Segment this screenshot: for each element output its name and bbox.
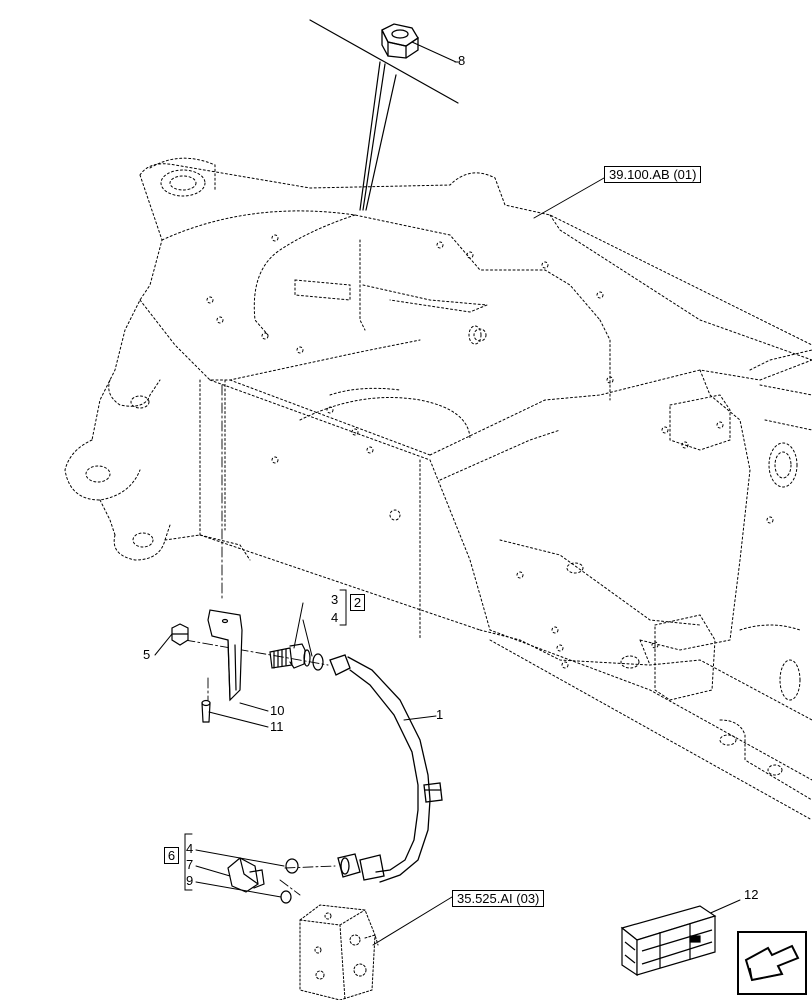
callout-leaders bbox=[154, 41, 741, 946]
callout-5: 5 bbox=[143, 647, 151, 662]
callout-3: 3 bbox=[331, 592, 339, 607]
clip-part bbox=[171, 623, 189, 646]
hydraulic-pipe bbox=[329, 654, 443, 883]
o-ring-lower bbox=[285, 858, 299, 874]
callout-7: 7 bbox=[186, 857, 194, 872]
callout-2: 2 bbox=[350, 594, 365, 611]
parts-box-icon bbox=[620, 905, 717, 977]
next-page-arrow-icon bbox=[737, 931, 807, 995]
group-bracket-6 bbox=[184, 833, 193, 891]
callout-8: 8 bbox=[458, 53, 466, 68]
group-bracket-2 bbox=[339, 589, 347, 626]
callout-4-lower: 4 bbox=[186, 841, 194, 856]
callout-10: 10 bbox=[270, 703, 285, 718]
nut-part bbox=[381, 23, 419, 59]
bolt-part bbox=[201, 699, 211, 723]
callout-11: 11 bbox=[270, 719, 284, 734]
bracket-part bbox=[207, 609, 243, 702]
valve-block bbox=[299, 904, 379, 1000]
callout-6: 6 bbox=[164, 847, 179, 864]
frame-chassis bbox=[64, 157, 812, 821]
bulkhead-fitting bbox=[269, 643, 311, 669]
adapter-fitting bbox=[227, 857, 265, 893]
callout-12: 12 bbox=[744, 887, 759, 902]
mounting-centerline bbox=[184, 384, 336, 896]
o-ring-upper bbox=[312, 653, 324, 671]
callout-1: 1 bbox=[436, 707, 444, 722]
callout-9: 9 bbox=[186, 873, 194, 888]
callout-4-upper: 4 bbox=[331, 610, 339, 625]
reference-frame[interactable]: 39.100.AB (01) bbox=[604, 166, 702, 183]
reference-valve[interactable]: 35.525.AI (03) bbox=[452, 890, 545, 907]
nut-leader-lines bbox=[309, 19, 459, 211]
o-ring-small bbox=[280, 890, 292, 904]
